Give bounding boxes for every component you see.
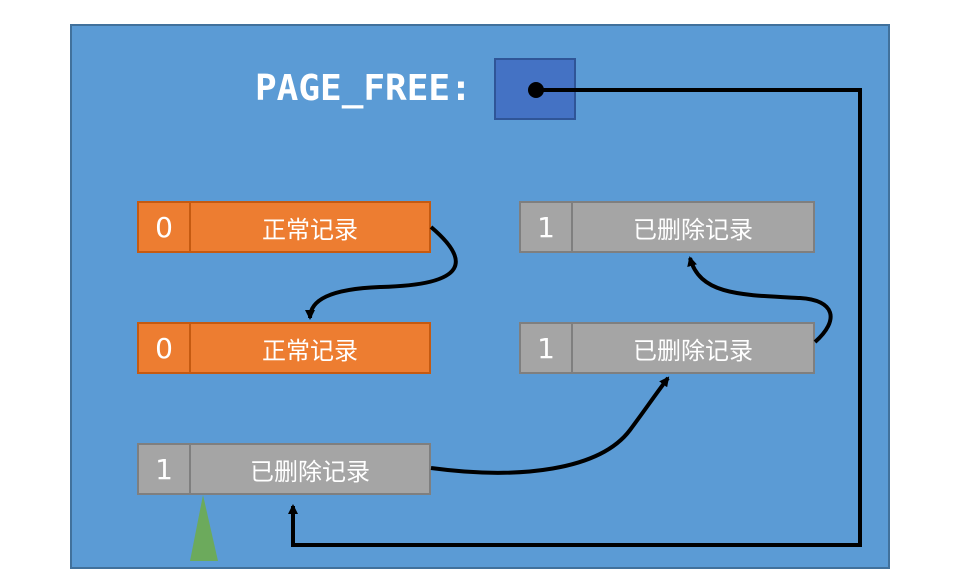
normal-record: 0 正常记录 <box>137 322 431 374</box>
deleted-record: 1 已删除记录 <box>137 443 431 495</box>
next-deleted-arrow <box>430 376 670 475</box>
record-flag: 1 <box>521 203 573 251</box>
record-label: 已删除记录 <box>191 445 429 493</box>
record-flag: 1 <box>521 324 573 372</box>
record-flag: 0 <box>139 203 191 251</box>
record-label: 已删除记录 <box>573 324 813 372</box>
triangle-marker <box>190 495 218 561</box>
deleted-record: 1 已删除记录 <box>519 322 815 374</box>
record-flag: 1 <box>139 445 191 493</box>
record-label: 已删除记录 <box>573 203 813 251</box>
record-label: 正常记录 <box>191 324 429 372</box>
next-record-arrow <box>305 225 458 320</box>
page-free-label: PAGE_FREE: <box>255 68 472 109</box>
next-deleted-arrow <box>687 256 833 344</box>
normal-record: 0 正常记录 <box>137 201 431 253</box>
record-flag: 0 <box>139 324 191 372</box>
page-free-arrow <box>288 88 862 547</box>
record-label: 正常记录 <box>191 203 429 251</box>
deleted-record: 1 已删除记录 <box>519 201 815 253</box>
